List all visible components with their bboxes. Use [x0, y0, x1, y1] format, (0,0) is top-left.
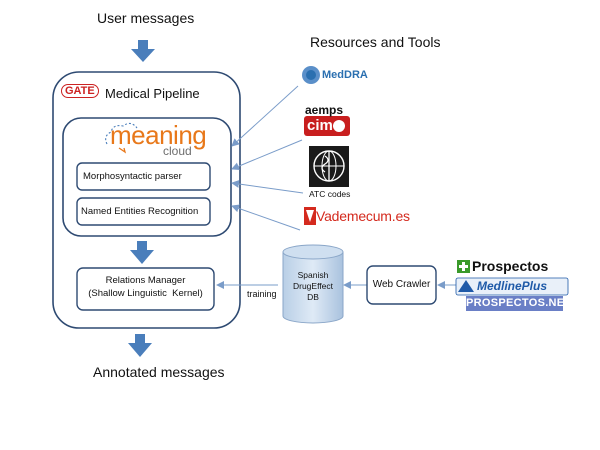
- web-crawler-label: Web Crawler: [372, 279, 431, 290]
- arrow-atc: [231, 180, 304, 194]
- meddra-label: MedDRA: [322, 69, 368, 81]
- aemps-label: aemps: [305, 103, 344, 117]
- down-arrow-bottom: [128, 334, 152, 357]
- gate-logo: GATE: [61, 84, 99, 98]
- web-crawler-box: [366, 265, 437, 305]
- medlineplus-logo: [455, 277, 569, 296]
- annotated-messages-label: Annotated messages: [93, 364, 225, 380]
- arrow-cima: [231, 139, 303, 171]
- ner-box: [76, 197, 211, 226]
- db-label-line3: DB: [307, 292, 319, 302]
- prospectos-net-label: PROSPECTOS.NET: [466, 297, 572, 309]
- prospectos-net-banner: [466, 296, 563, 311]
- medlineplus-label: MedlinePlus: [477, 279, 548, 293]
- db-label-line2: DrugEffect: [292, 281, 333, 291]
- arrow-vademecum: [231, 204, 301, 231]
- down-arrow-middle: [130, 241, 154, 264]
- pipeline-title: Medical Pipeline: [105, 86, 200, 101]
- user-messages-label: User messages: [97, 10, 195, 26]
- atc-codes-label: ATC codes: [309, 189, 351, 199]
- arrow-meddra: [231, 85, 299, 147]
- meddra-logo: [302, 66, 320, 84]
- prospectos-label: Prospectos: [472, 258, 549, 274]
- who-atc-emblem-icon: [309, 146, 349, 187]
- meaning-cloud-box: [62, 117, 232, 237]
- ner-label: Named Entities Recognition: [81, 206, 199, 217]
- down-arrow-top: [131, 40, 155, 62]
- cloud-outline-icon: [105, 122, 138, 154]
- vademecum-label: Vademecum.es: [316, 208, 410, 224]
- morphosyntactic-parser-label: Morphosyntactic parser: [83, 171, 182, 182]
- training-label: training: [247, 289, 277, 299]
- medical-pipeline-box: [52, 71, 241, 329]
- relations-manager-label-line2: (Shallow Linguistic Kernel): [88, 288, 203, 299]
- resources-tools-label: Resources and Tools: [310, 34, 441, 50]
- db-label-line1: Spanish: [297, 270, 329, 280]
- meaning-cloud-logo-meaning: meaning: [110, 120, 207, 150]
- meaning-cloud-logo-cloud: cloud: [163, 144, 192, 158]
- aemps-cima-logo: [304, 106, 350, 137]
- morphosyntactic-parser-box: [76, 162, 211, 191]
- database-cylinder-icon: [282, 244, 344, 324]
- relations-manager-box: [76, 267, 215, 311]
- relations-manager-label-line1: Relations Manager: [105, 275, 186, 286]
- vademecum-logo: [304, 207, 316, 225]
- prospectos-cross-icon: [457, 260, 470, 273]
- cima-label: cim: [307, 117, 333, 134]
